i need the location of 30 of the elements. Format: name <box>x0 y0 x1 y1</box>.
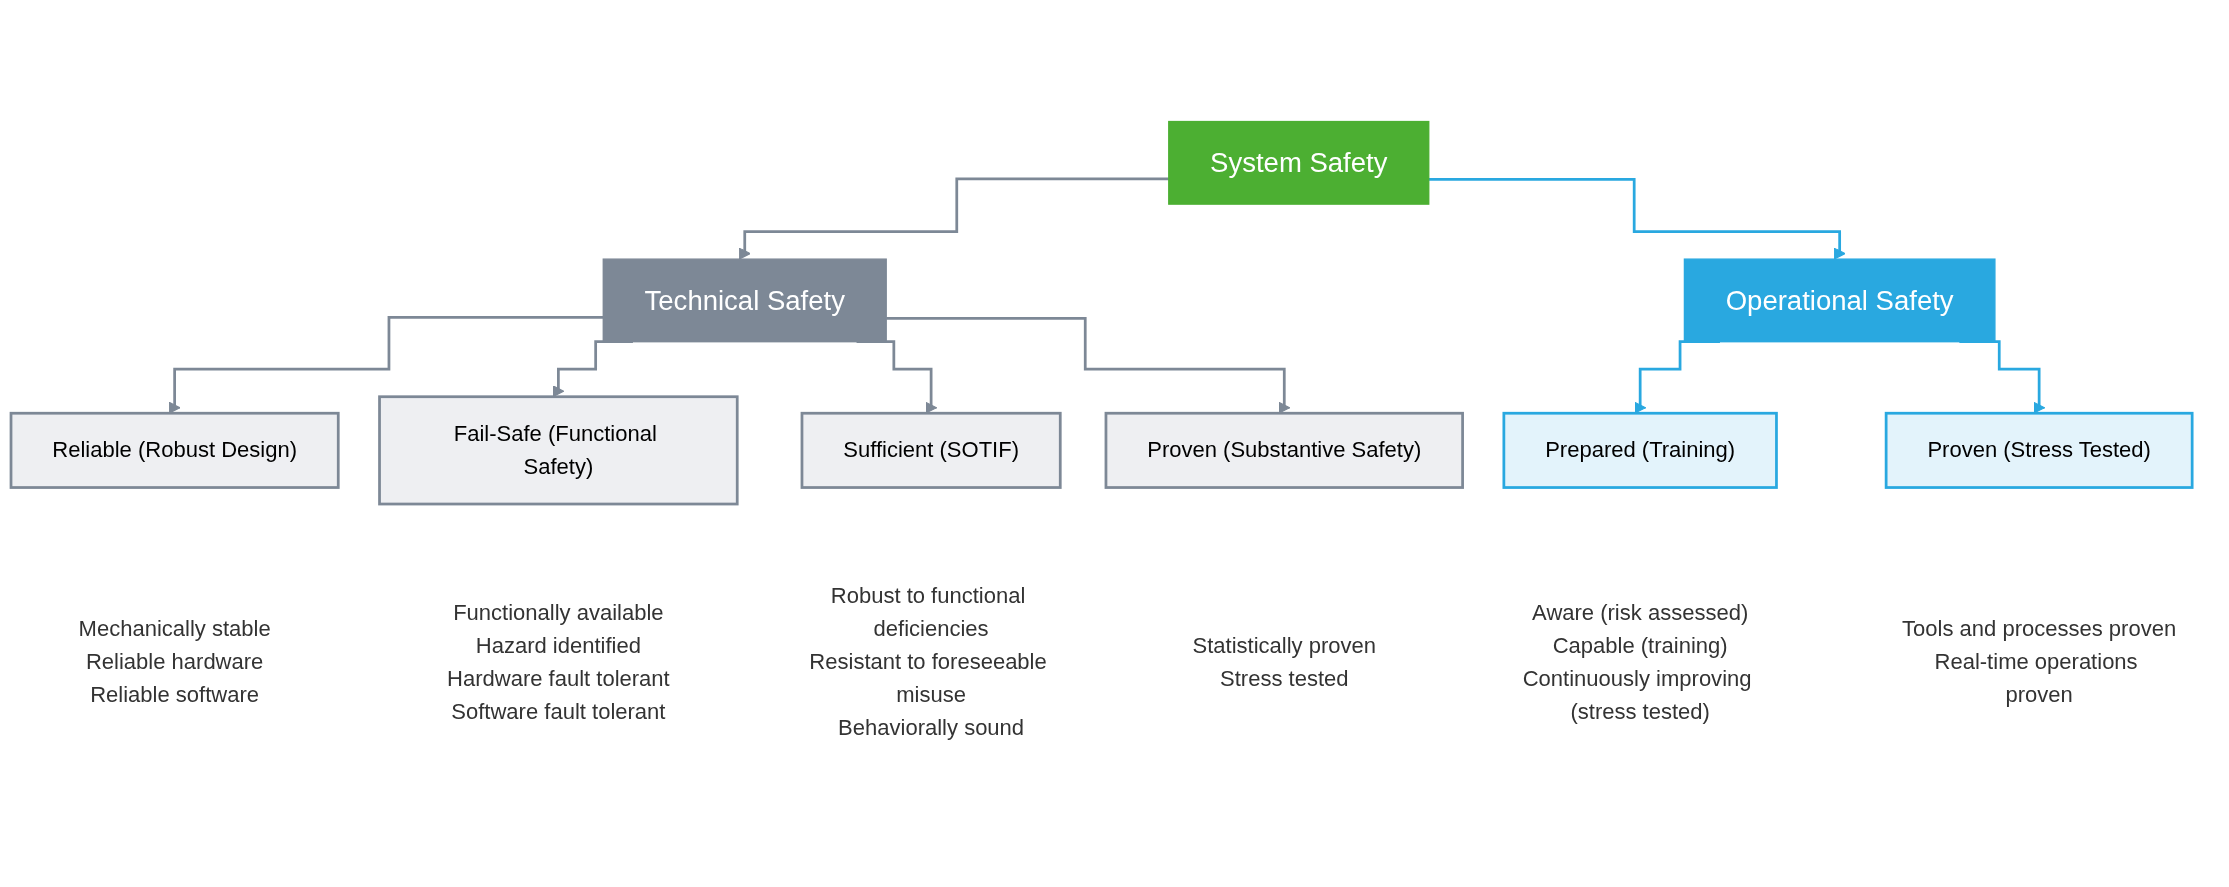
node-label: Software fault tolerant <box>451 699 666 723</box>
node-box: Fail-Safe (Functional Safety) <box>378 395 739 506</box>
node-label: Robust to functional deficiencies <box>830 583 1026 641</box>
arrow <box>738 177 1169 260</box>
node-label: Capable (training) <box>1552 633 1728 657</box>
node-label: Reliable hardware <box>85 649 264 674</box>
node-label: Hazard identified <box>475 633 641 657</box>
node-label: Mechanically stable <box>78 616 271 641</box>
node-label: Real-time operations proven <box>1934 649 2138 707</box>
arrow <box>886 317 1291 414</box>
node-label: Functionally available <box>453 600 664 624</box>
node-box: Reliable (Robust Design) <box>9 411 340 489</box>
node-label: Reliable software <box>90 682 260 707</box>
node-box: Prepared (Training) <box>1502 411 1778 489</box>
node-label: Tools and processes proven <box>1902 616 2177 641</box>
node-label: Continuously improving (stress tested) <box>1522 666 1752 723</box>
node-box: System Safety <box>1168 120 1430 205</box>
node-label: Resistant to foreseeable misuse <box>809 649 1047 707</box>
node-box: Technical Safety <box>602 258 887 343</box>
arrow <box>168 316 604 414</box>
node-box: Sufficient (SOTIF) <box>800 411 1062 489</box>
node-label: Statistically proven <box>1192 633 1377 657</box>
node-label: Hardware fault tolerant <box>447 666 670 690</box>
node-box: Proven (Stress Tested) <box>1884 411 2194 489</box>
node-label: Aware (risk assessed) <box>1532 600 1749 624</box>
node-label: Stress tested <box>1220 666 1349 690</box>
node-box: Operational Safety <box>1683 258 1996 343</box>
node-label: Behaviorally sound <box>838 715 1025 740</box>
node-box: Proven (Substantive Safety) <box>1104 411 1464 489</box>
arrow <box>1428 178 1846 260</box>
